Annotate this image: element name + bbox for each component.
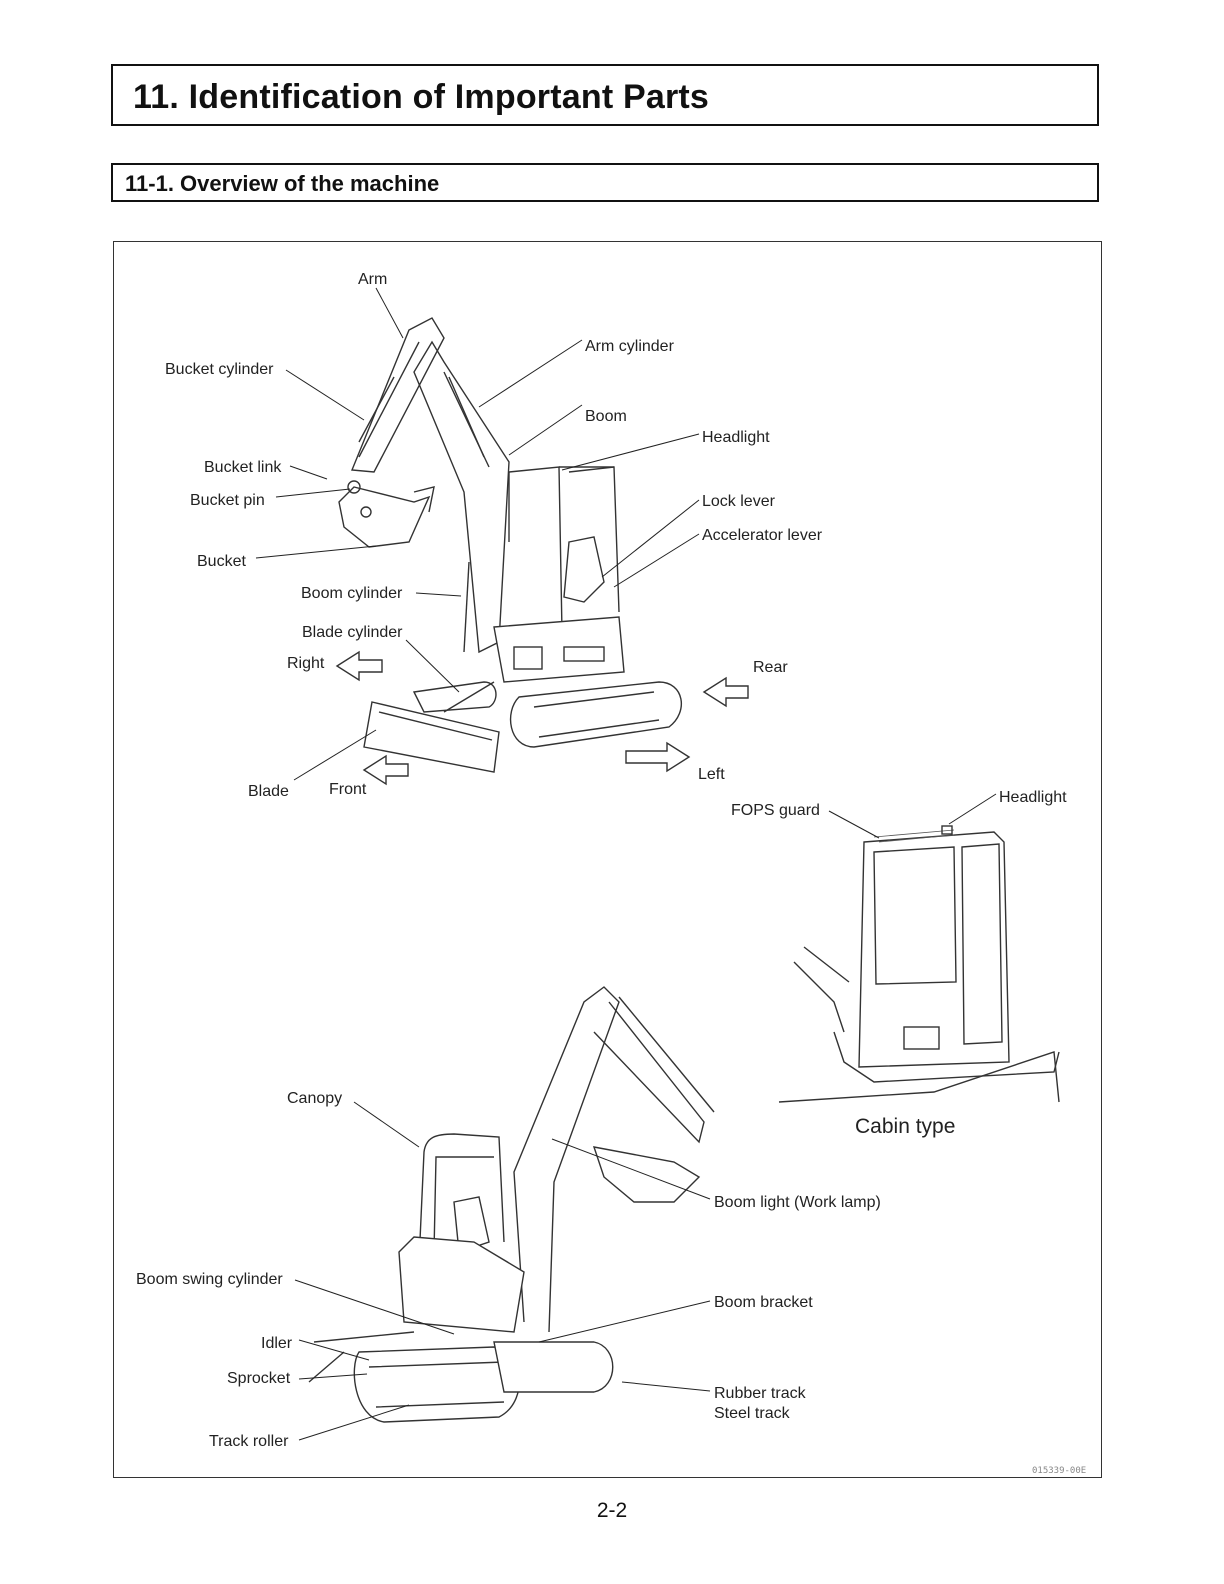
label-idler: Idler <box>261 1335 293 1352</box>
page-number: 2-2 <box>596 1499 628 1522</box>
label-fops-guard: FOPS guard <box>731 802 820 819</box>
label-rear: Rear <box>753 659 788 676</box>
label-boom-bracket: Boom bracket <box>714 1294 813 1311</box>
label-lock-lever: Lock lever <box>702 493 776 510</box>
label-headlight-cabin: Headlight <box>999 789 1067 806</box>
subsection-title-box: 11-1. Overview of the machine <box>111 163 1099 202</box>
figure-drawing: Arm Bucket cylinder Arm cylinder Boom He… <box>136 271 1086 1476</box>
label-blade-cylinder: Blade cylinder <box>302 624 403 641</box>
label-boom-cylinder: Boom cylinder <box>301 585 403 602</box>
label-rubber-track: Rubber track <box>714 1385 807 1402</box>
label-blade: Blade <box>248 783 289 800</box>
machine-overview-figure: Arm Bucket cylinder Arm cylinder Boom He… <box>113 241 1102 1478</box>
label-steel-track: Steel track <box>714 1405 791 1422</box>
figure-code: 015339-00E <box>1032 1466 1086 1476</box>
label-left: Left <box>698 766 725 783</box>
subsection-title: 11-1. Overview of the machine <box>125 171 440 196</box>
label-cabin-type: Cabin type <box>855 1115 955 1138</box>
label-bucket: Bucket <box>197 553 246 570</box>
leader-lines <box>255 287 997 1441</box>
label-headlight-top: Headlight <box>702 429 770 446</box>
cabin-type-illustration <box>778 825 1060 1103</box>
section-title: 11. Identification of Important Parts <box>133 78 710 116</box>
excavator-bottom-illustration <box>308 986 715 1423</box>
label-front: Front <box>329 781 367 798</box>
label-boom-swing-cylinder: Boom swing cylinder <box>136 1271 283 1288</box>
label-arm: Arm <box>358 271 387 288</box>
section-title-box: 11. Identification of Important Parts <box>111 64 1099 126</box>
label-bucket-cylinder: Bucket cylinder <box>165 361 274 378</box>
label-boom: Boom <box>585 408 627 425</box>
label-track-roller: Track roller <box>209 1433 289 1450</box>
label-accelerator-lever: Accelerator lever <box>702 527 823 544</box>
label-sprocket: Sprocket <box>227 1370 291 1387</box>
label-boom-light: Boom light (Work lamp) <box>714 1194 881 1211</box>
label-bucket-link: Bucket link <box>204 459 282 476</box>
label-right: Right <box>287 655 325 672</box>
label-arm-cylinder: Arm cylinder <box>585 338 675 355</box>
label-bucket-pin: Bucket pin <box>190 492 265 509</box>
excavator-top-illustration <box>335 317 749 786</box>
label-canopy: Canopy <box>287 1090 342 1107</box>
